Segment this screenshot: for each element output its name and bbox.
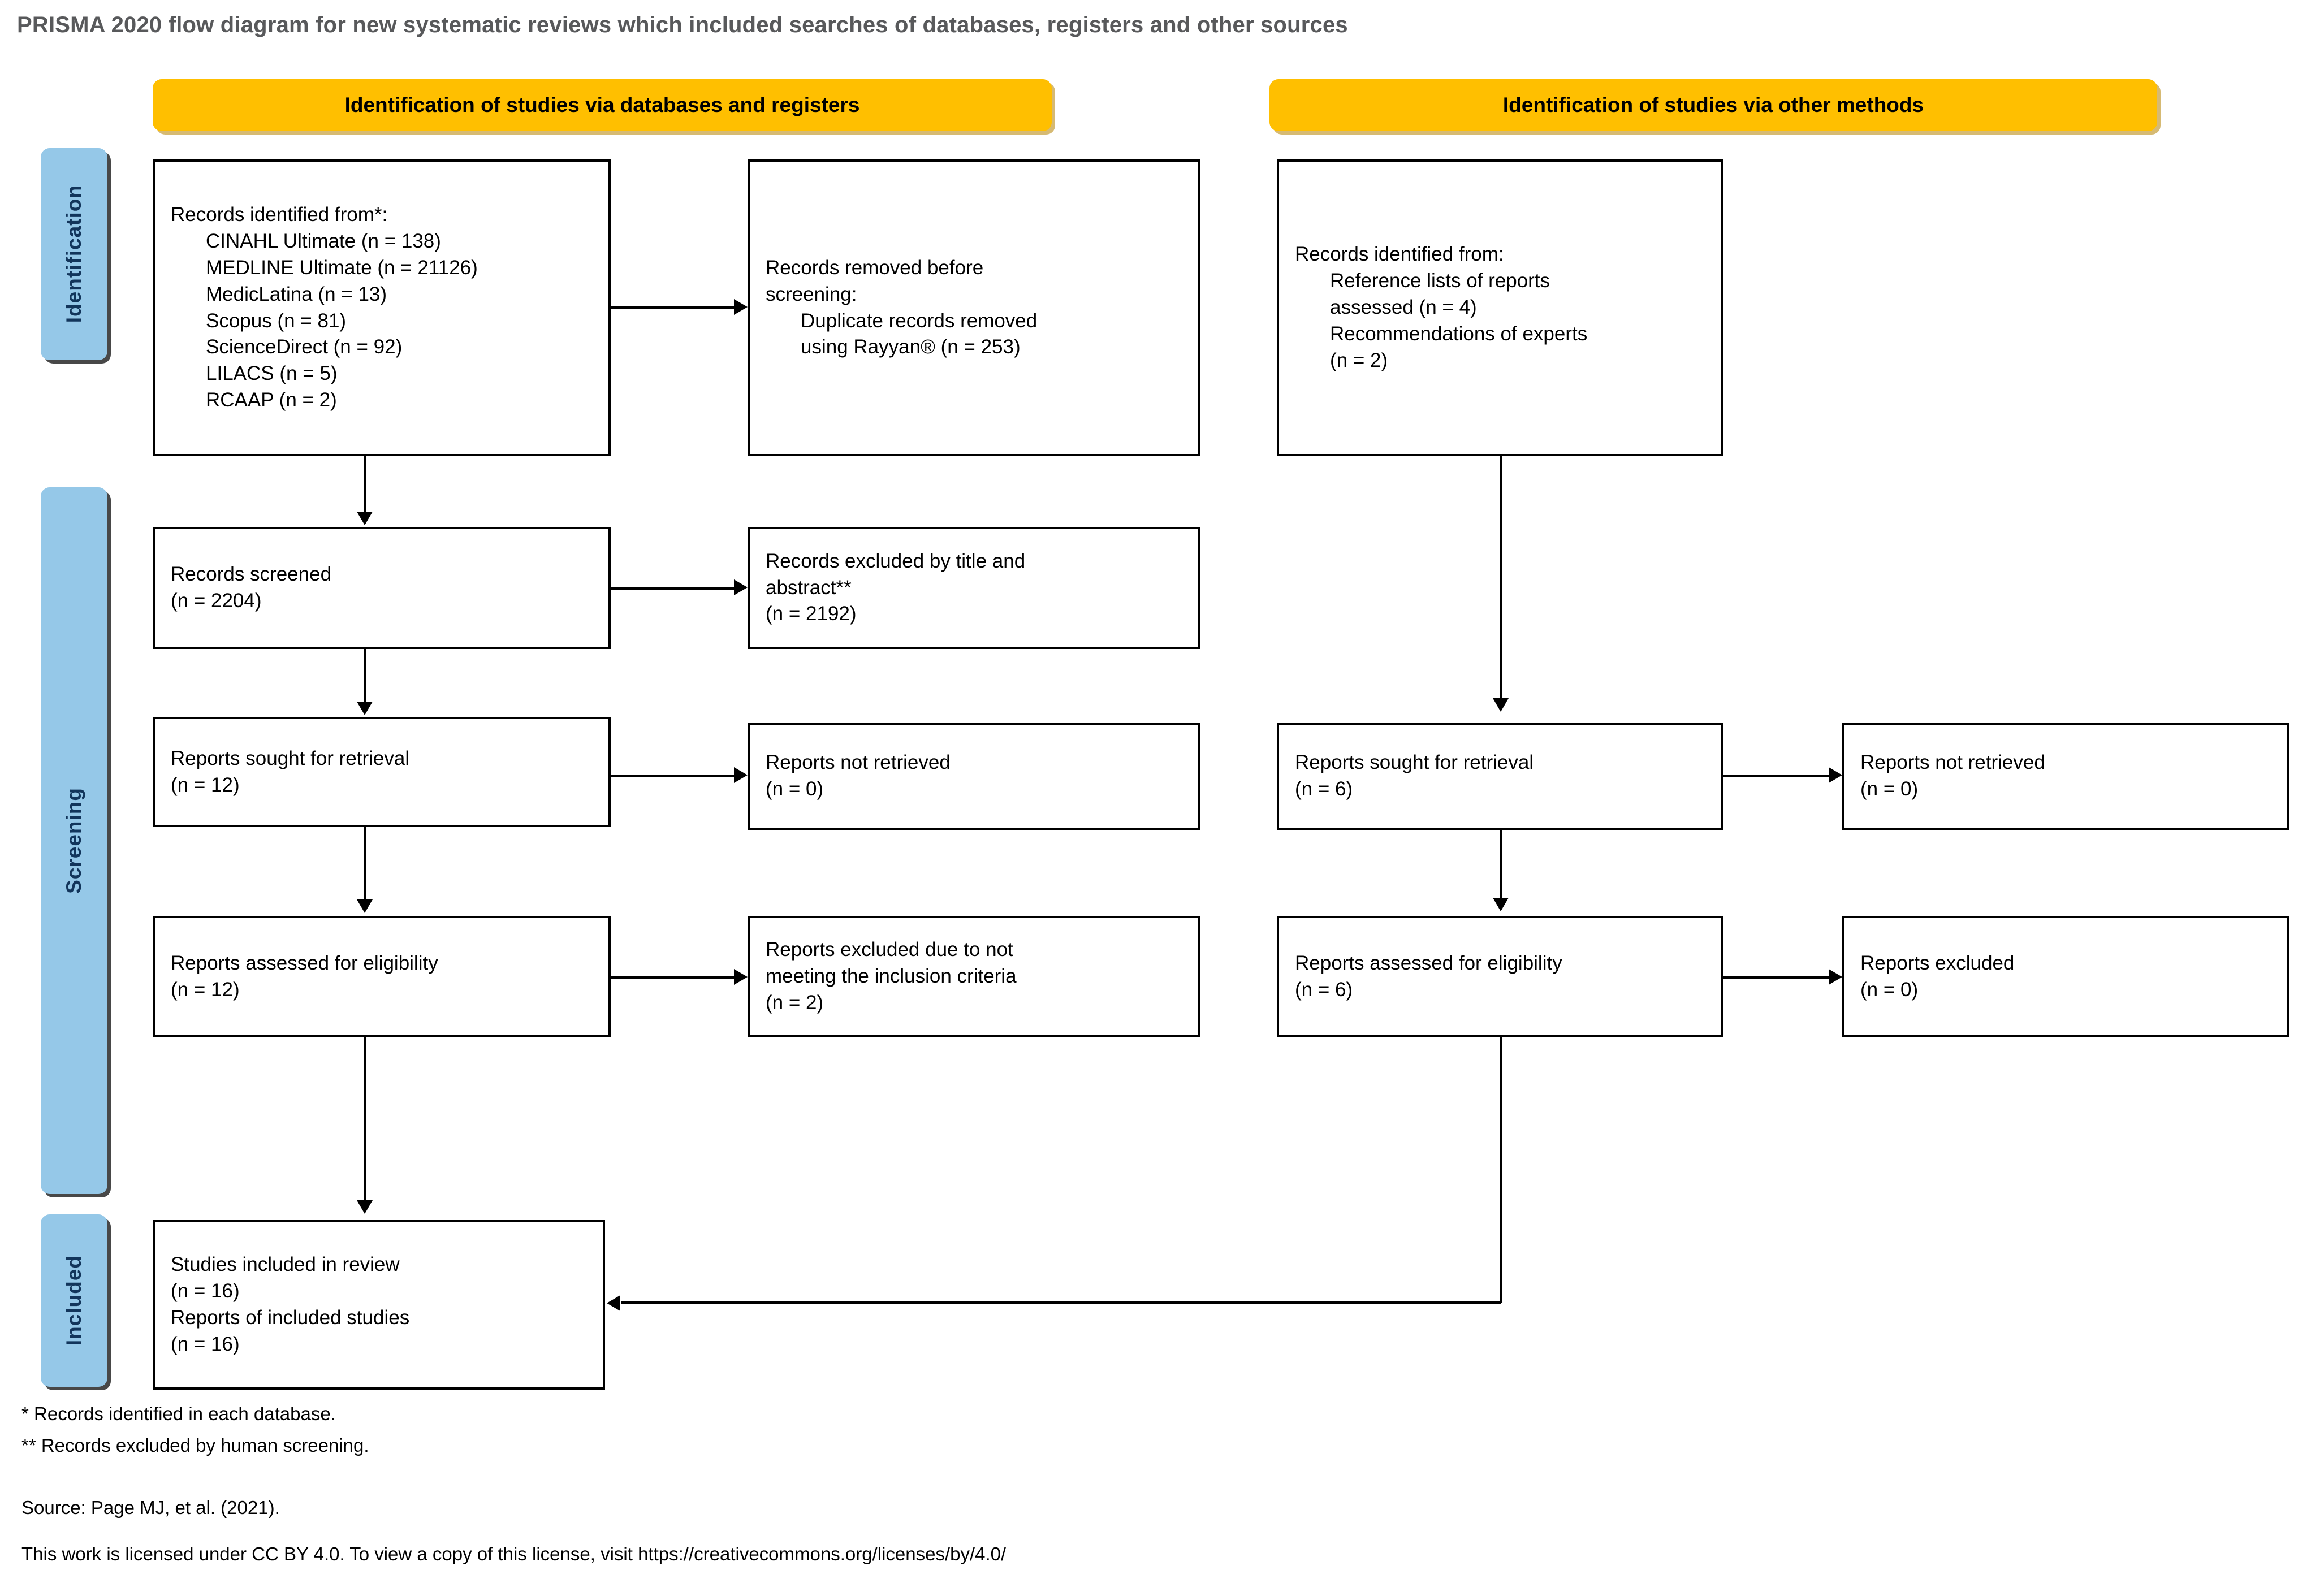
box-records-screened: Records screened (n = 2204)	[153, 527, 611, 649]
removed-line-2: screening:	[766, 283, 857, 305]
connector-sought-to-eligibility-db	[364, 827, 366, 901]
banner-other-label: Identification of studies via other meth…	[1502, 93, 1924, 116]
removed-line-1: Records removed before	[766, 256, 984, 279]
footnote-double-asterisk: ** Records excluded by human screening.	[21, 1435, 369, 1456]
arrow-other-to-included	[607, 1295, 620, 1311]
footnote-single-asterisk: * Records identified in each database.	[21, 1403, 336, 1424]
removed-duplicates-line: Duplicate records removed	[801, 309, 1038, 332]
arrow-sought-to-eligibility-other	[1493, 898, 1509, 911]
other-reference-lists-line: Reference lists of reports	[1330, 270, 1550, 292]
reports-not-retrieved-other-count: (n = 0)	[1860, 778, 1919, 800]
reports-eligibility-db-label: Reports assessed for eligibility	[171, 951, 438, 974]
banner-other-methods: Identification of studies via other meth…	[1269, 79, 2157, 131]
other-identified-heading: Records identified from:	[1295, 243, 1504, 266]
arrow-eligibility-to-excluded-db	[734, 969, 748, 985]
reports-excluded-criteria-count: (n = 2)	[766, 991, 824, 1014]
stage-label-included-text: Included	[62, 1255, 85, 1346]
box-reports-not-retrieved-other: Reports not retrieved (n = 0)	[1842, 723, 2289, 830]
reports-sought-db-count: (n = 12)	[171, 773, 240, 796]
arrow-sought-to-eligibility-db	[357, 899, 373, 913]
connector-other-eligibility-down	[1500, 1037, 1502, 1303]
reports-sought-db-label: Reports sought for retrieval	[171, 747, 410, 769]
box-reports-excluded-other: Reports excluded (n = 0)	[1842, 916, 2289, 1037]
box-reports-assessed-eligibility-databases: Reports assessed for eligibility (n = 12…	[153, 916, 611, 1037]
arrow-other-identified-to-sought	[1493, 698, 1509, 712]
box-studies-included-in-review: Studies included in review (n = 16) Repo…	[153, 1220, 605, 1390]
connector-screened-to-sought	[364, 649, 366, 703]
footnote-source: Source: Page MJ, et al. (2021).	[21, 1497, 280, 1518]
connector-sought-to-notretrieved-db	[611, 775, 734, 777]
page-title: PRISMA 2020 flow diagram for new systema…	[17, 12, 1348, 37]
reports-sought-other-label: Reports sought for retrieval	[1295, 751, 1534, 774]
source-sciencedirect: ScienceDirect (n = 92)	[206, 336, 403, 358]
connector-identified-to-removed	[611, 306, 734, 309]
source-medline: MEDLINE Ultimate (n = 21126)	[206, 256, 478, 279]
box-reports-sought-databases: Reports sought for retrieval (n = 12)	[153, 717, 611, 827]
box-reports-sought-other: Reports sought for retrieval (n = 6)	[1277, 723, 1723, 830]
reports-eligibility-db-count: (n = 12)	[171, 978, 240, 1001]
connector-other-identified-to-sought	[1500, 456, 1502, 699]
arrow-sought-to-notretrieved-other	[1829, 767, 1842, 783]
connector-screened-to-excluded	[611, 587, 734, 590]
other-expert-recommendations-count: (n = 2)	[1330, 349, 1388, 371]
reports-not-retrieved-db-label: Reports not retrieved	[766, 751, 951, 774]
connector-identified-to-screened	[364, 456, 366, 513]
other-reference-lists-count: assessed (n = 4)	[1330, 296, 1477, 319]
studies-included-label: Studies included in review	[171, 1253, 400, 1276]
source-scopus: Scopus (n = 81)	[206, 309, 347, 332]
connector-eligibility-to-included	[364, 1037, 366, 1201]
arrow-sought-to-notretrieved-db	[734, 767, 748, 783]
records-excluded-count: (n = 2192)	[766, 603, 857, 625]
box-records-identified-other-methods: Records identified from: Reference lists…	[1277, 159, 1723, 456]
records-excluded-line-2: abstract**	[766, 576, 852, 599]
reports-included-count: (n = 16)	[171, 1333, 240, 1355]
records-excluded-line-1: Records excluded by title and	[766, 550, 1026, 572]
stage-label-screening-text: Screening	[62, 788, 85, 894]
reports-eligibility-other-count: (n = 6)	[1295, 978, 1353, 1001]
box-records-identified-databases: Records identified from*: CINAHL Ultimat…	[153, 159, 611, 456]
reports-eligibility-other-label: Reports assessed for eligibility	[1295, 951, 1562, 974]
records-identified-heading: Records identified from*:	[171, 203, 388, 226]
stage-label-identification: Identification	[41, 148, 107, 360]
reports-not-retrieved-db-count: (n = 0)	[766, 778, 824, 800]
records-screened-label: Records screened	[171, 563, 332, 586]
connector-sought-to-notretrieved-other	[1723, 775, 1829, 777]
reports-excluded-criteria-line-1: Reports excluded due to not	[766, 938, 1013, 961]
stage-label-screening: Screening	[41, 487, 107, 1194]
footnote-license: This work is licensed under CC BY 4.0. T…	[21, 1543, 1007, 1564]
studies-included-count: (n = 16)	[171, 1280, 240, 1303]
reports-not-retrieved-other-label: Reports not retrieved	[1860, 751, 2045, 774]
box-reports-excluded-inclusion-criteria: Reports excluded due to not meeting the …	[748, 916, 1200, 1037]
box-records-removed-before-screening: Records removed before screening: Duplic…	[748, 159, 1200, 456]
source-cinahl: CINAHL Ultimate (n = 138)	[206, 230, 441, 252]
source-rcaap: RCAAP (n = 2)	[206, 389, 337, 412]
arrow-eligibility-to-excluded-other	[1829, 969, 1842, 985]
connector-eligibility-to-excluded-db	[611, 976, 734, 979]
source-lilacs: LILACS (n = 5)	[206, 362, 338, 385]
reports-excluded-other-label: Reports excluded	[1860, 951, 2015, 974]
box-reports-not-retrieved-databases: Reports not retrieved (n = 0)	[748, 723, 1200, 830]
box-records-excluded-title-abstract: Records excluded by title and abstract**…	[748, 527, 1200, 649]
connector-other-eligibility-to-included	[621, 1301, 1501, 1304]
other-expert-recommendations-line: Recommendations of experts	[1330, 322, 1588, 345]
connector-sought-to-eligibility-other	[1500, 830, 1502, 899]
removed-duplicates-count: using Rayyan® (n = 253)	[801, 336, 1021, 358]
banner-databases-label: Identification of studies via databases …	[344, 93, 860, 116]
arrow-identified-to-removed	[734, 299, 748, 315]
reports-excluded-criteria-line-2: meeting the inclusion criteria	[766, 965, 1017, 988]
banner-databases-registers: Identification of studies via databases …	[153, 79, 1052, 131]
arrow-identified-to-screened	[357, 512, 373, 525]
arrow-screened-to-excluded	[734, 579, 748, 595]
box-reports-assessed-eligibility-other: Reports assessed for eligibility (n = 6)	[1277, 916, 1723, 1037]
stage-label-included: Included	[41, 1214, 107, 1387]
arrow-eligibility-to-included	[357, 1200, 373, 1214]
arrow-screened-to-sought	[357, 702, 373, 715]
records-screened-count: (n = 2204)	[171, 590, 262, 612]
reports-included-label: Reports of included studies	[171, 1307, 410, 1329]
reports-excluded-other-count: (n = 0)	[1860, 978, 1919, 1001]
connector-eligibility-to-excluded-other	[1723, 976, 1829, 979]
reports-sought-other-count: (n = 6)	[1295, 778, 1353, 800]
stage-label-identification-text: Identification	[62, 185, 85, 323]
source-mediclatina: MedicLatina (n = 13)	[206, 283, 387, 305]
